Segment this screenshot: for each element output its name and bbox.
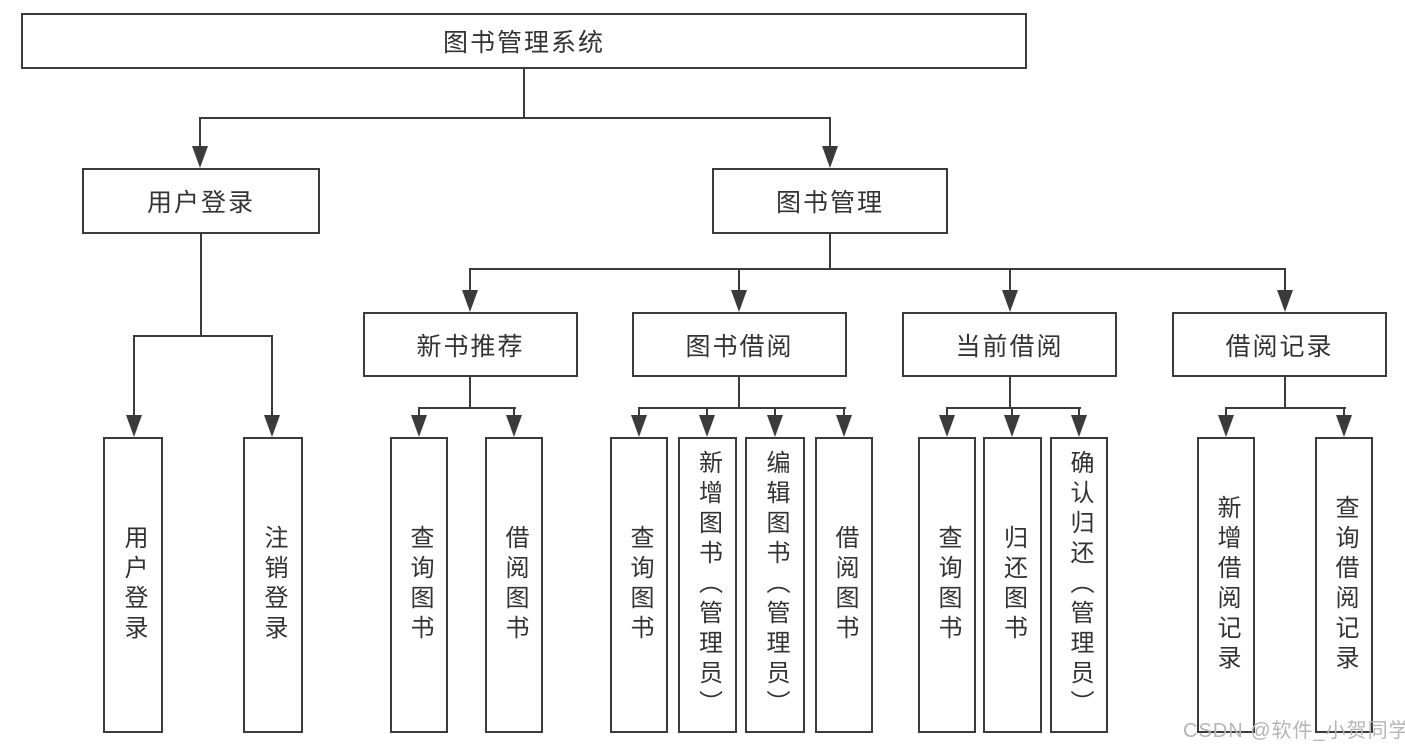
connector-drop-leaf xyxy=(1011,407,1013,417)
connector-drop-leaf xyxy=(513,407,515,417)
connector-drop-leaf xyxy=(706,407,708,417)
leaf-confirm-return-admin-label: 确认归还（管理员） xyxy=(1066,450,1093,720)
leaf-current-query-books-label: 查询图书 xyxy=(934,525,961,645)
connector-drop-leaf xyxy=(1225,407,1227,417)
arrowhead-leaf xyxy=(836,415,852,437)
connector-drop-leaf xyxy=(1343,407,1345,417)
leaf-current-query-books: 查询图书 xyxy=(918,437,976,733)
node-user-login: 用户登录 xyxy=(82,168,320,234)
arrowhead-book-management xyxy=(822,146,838,168)
leaf-borrow-books: 借阅图书 xyxy=(815,437,873,733)
leaf-add-borrow-record-label: 新增借阅记录 xyxy=(1213,495,1240,675)
arrowhead-leaf xyxy=(1336,415,1352,437)
arrowhead-leaf xyxy=(506,415,522,437)
connector-drop-leaf xyxy=(1078,407,1080,417)
node-book-borrow: 图书借阅 xyxy=(632,312,847,377)
connector-book-management-stem xyxy=(829,234,831,270)
connector-drop-leaf xyxy=(774,407,776,417)
leaf-add-book-admin-label: 新增图书（管理员） xyxy=(694,450,722,720)
leaf-borrow-query-books-label: 查询图书 xyxy=(626,525,653,645)
node-new-book-recommend: 新书推荐 xyxy=(363,312,578,377)
connector-current-bus xyxy=(946,407,1081,409)
connector-drop-leaf xyxy=(843,407,845,417)
leaf-recommend-borrow-books: 借阅图书 xyxy=(485,437,543,733)
leaf-logout-login: 注销登录 xyxy=(243,437,303,733)
connector-user-login-bus xyxy=(133,335,273,337)
connector-records-stem xyxy=(1284,377,1286,408)
leaf-confirm-return-admin: 确认归还（管理员） xyxy=(1050,437,1108,733)
connector-records-bus xyxy=(1225,407,1346,409)
arrowhead-leaf-user-login xyxy=(126,415,142,437)
watermark: CSDN @软件_小贺同学 xyxy=(1183,720,1405,742)
arrowhead-leaf xyxy=(767,415,783,437)
connector-recommend-bus xyxy=(418,407,516,409)
leaf-add-borrow-record: 新增借阅记录 xyxy=(1197,437,1255,733)
arrowhead-leaf xyxy=(411,415,427,437)
leaf-borrow-query-books: 查询图书 xyxy=(610,437,668,733)
node-root-label: 图书管理系统 xyxy=(442,29,605,57)
leaf-query-borrow-record-label: 查询借阅记录 xyxy=(1331,495,1358,675)
connector-drop-current-borrow xyxy=(1009,268,1011,292)
connector-drop-leaf xyxy=(946,407,948,417)
leaf-add-book-admin: 新增图书（管理员） xyxy=(678,437,737,733)
connector-recommend-stem xyxy=(469,377,471,408)
connector-drop-leaf xyxy=(418,407,420,417)
node-user-login-label: 用户登录 xyxy=(146,189,255,217)
arrowhead-book-borrow xyxy=(731,290,747,312)
leaf-user-login-label: 用户登录 xyxy=(120,525,147,645)
connector-level3-bus xyxy=(469,268,1286,270)
leaf-user-login: 用户登录 xyxy=(103,437,163,733)
leaf-recommend-query-books: 查询图书 xyxy=(390,437,448,733)
leaf-return-books-label: 归还图书 xyxy=(999,525,1027,645)
arrowhead-user-login xyxy=(192,146,208,168)
node-borrow-records-label: 借阅记录 xyxy=(1225,332,1334,361)
arrowhead-leaf xyxy=(939,415,955,437)
leaf-logout-login-label: 注销登录 xyxy=(260,525,287,645)
connector-drop-book-borrow xyxy=(738,268,740,292)
leaf-recommend-borrow-books-label: 借阅图书 xyxy=(501,525,528,645)
leaf-return-books: 归还图书 xyxy=(983,437,1042,733)
connector-drop-borrow-records xyxy=(1284,268,1286,292)
leaf-query-borrow-record: 查询借阅记录 xyxy=(1315,437,1373,733)
node-new-book-recommend-label: 新书推荐 xyxy=(416,332,525,361)
connector-drop-leaf xyxy=(638,407,640,417)
arrowhead-new-book-recommend xyxy=(462,290,478,312)
connector-drop-book-management xyxy=(829,117,831,149)
node-borrow-records: 借阅记录 xyxy=(1172,312,1387,377)
connector-borrow-stem xyxy=(738,377,740,408)
arrowhead-current-borrow xyxy=(1002,290,1018,312)
connector-current-stem xyxy=(1009,377,1011,408)
leaf-edit-book-admin-label: 编辑图书（管理员） xyxy=(762,450,789,720)
connector-drop-user-login xyxy=(199,117,201,149)
arrowhead-borrow-records xyxy=(1277,290,1293,312)
connector-drop-leaf-logout xyxy=(271,335,273,417)
node-book-management-label: 图书管理 xyxy=(775,189,884,217)
arrowhead-leaf xyxy=(1071,415,1087,437)
arrowhead-leaf xyxy=(1218,415,1234,437)
leaf-borrow-books-label: 借阅图书 xyxy=(831,525,858,645)
leaf-recommend-query-books-label: 查询图书 xyxy=(406,525,433,645)
arrowhead-leaf xyxy=(1004,415,1020,437)
node-root: 图书管理系统 xyxy=(21,13,1027,69)
arrowhead-leaf xyxy=(699,415,715,437)
node-current-borrow: 当前借阅 xyxy=(902,312,1117,377)
arrowhead-leaf-logout xyxy=(264,415,280,437)
connector-drop-leaf-user-login xyxy=(133,335,135,417)
connector-borrow-bus xyxy=(638,407,846,409)
connector-user-login-stem xyxy=(200,234,202,336)
leaf-edit-book-admin: 编辑图书（管理员） xyxy=(745,437,805,733)
node-current-borrow-label: 当前借阅 xyxy=(955,332,1064,361)
connector-root-stem xyxy=(523,69,525,118)
node-book-borrow-label: 图书借阅 xyxy=(685,332,794,361)
connector-level2-bus xyxy=(199,117,831,119)
arrowhead-leaf xyxy=(631,415,647,437)
node-book-management: 图书管理 xyxy=(712,168,948,234)
connector-drop-new-book-recommend xyxy=(469,268,471,292)
